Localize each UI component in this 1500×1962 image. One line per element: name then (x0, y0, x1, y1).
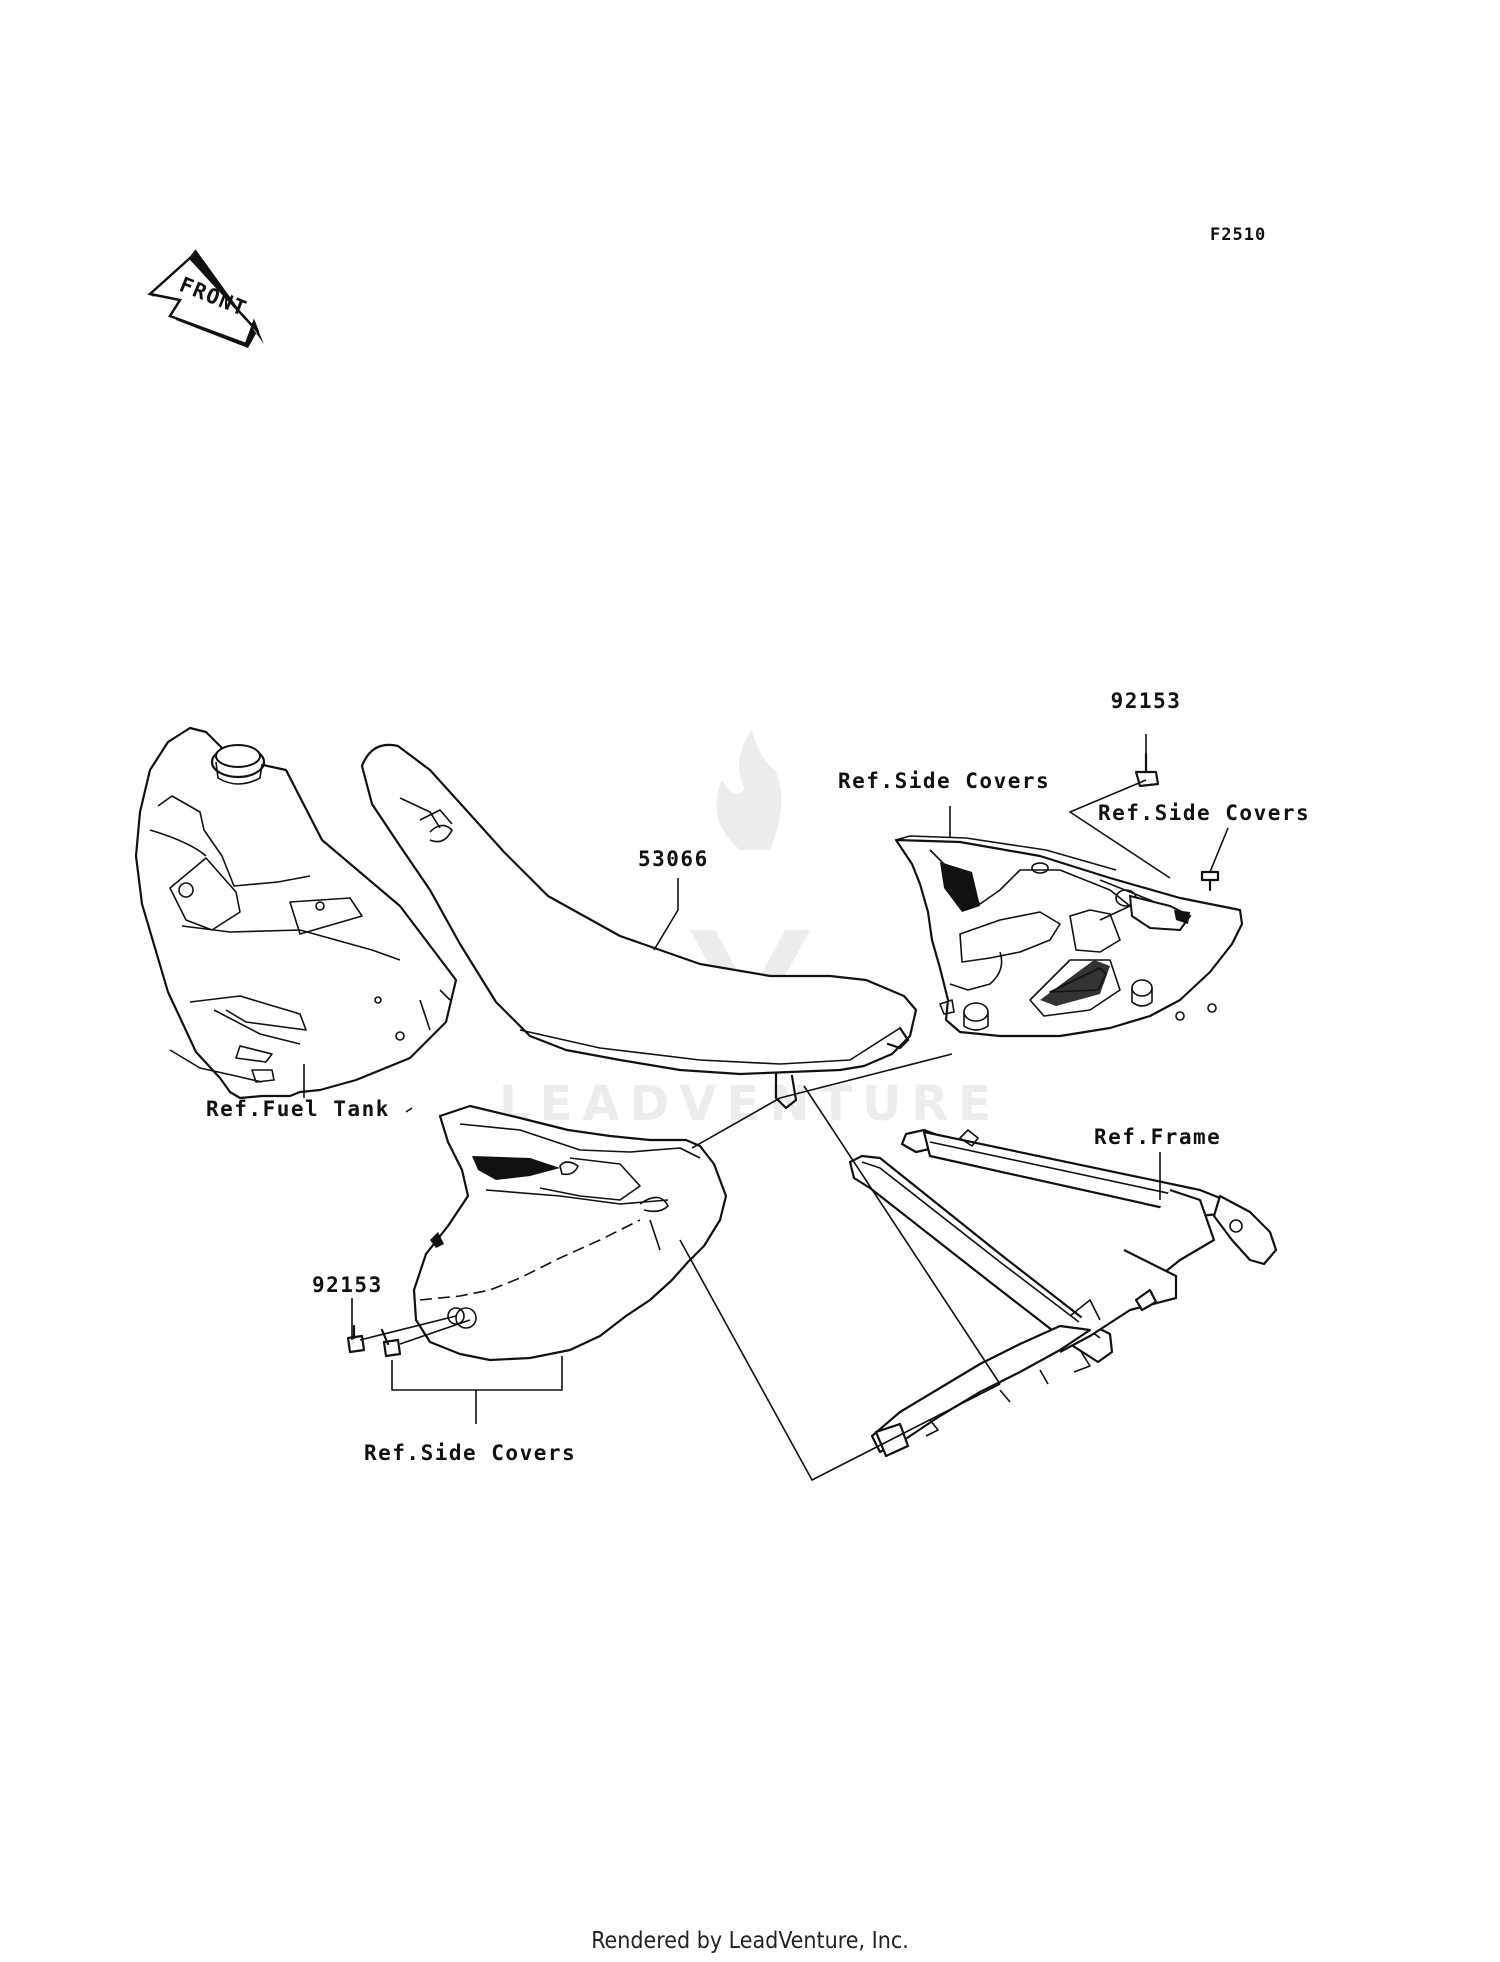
label-ref-fuel-tank: Ref.Fuel Tank (206, 1097, 390, 1121)
label-ref-side-covers-top: Ref.Side Covers (838, 769, 1050, 793)
front-arrow-icon: FRONT (147, 249, 264, 348)
diagram-code: F2510 (1210, 225, 1266, 245)
right-side-cover-drawing (894, 835, 1244, 1038)
label-bolt-left: 92153 (312, 1273, 383, 1297)
watermark-text: LEADVENTURE (499, 1076, 1001, 1132)
label-part-seat: 53066 (638, 847, 709, 871)
label-bolt-top: 92153 (1111, 689, 1182, 713)
watermark: LEADVENTURE (499, 730, 1001, 1132)
fuel-tank-drawing (134, 726, 458, 1100)
bolt-left-drawing (346, 1324, 402, 1358)
footer-credit: Rendered by LeadVenture, Inc. (591, 1928, 909, 1954)
seat-drawing (360, 743, 918, 1110)
label-ref-side-covers-top-right: Ref.Side Covers (1098, 801, 1310, 825)
label-ref-frame: Ref.Frame (1094, 1125, 1221, 1149)
left-side-cover-drawing (412, 1104, 728, 1362)
leader-lines (303, 734, 1229, 1481)
leadventure-logo-icon (690, 730, 810, 1040)
frame-drawing (848, 1128, 1278, 1458)
label-ref-side-covers-bottom: Ref.Side Covers (364, 1441, 576, 1465)
bolt-top-drawing (1134, 752, 1220, 892)
